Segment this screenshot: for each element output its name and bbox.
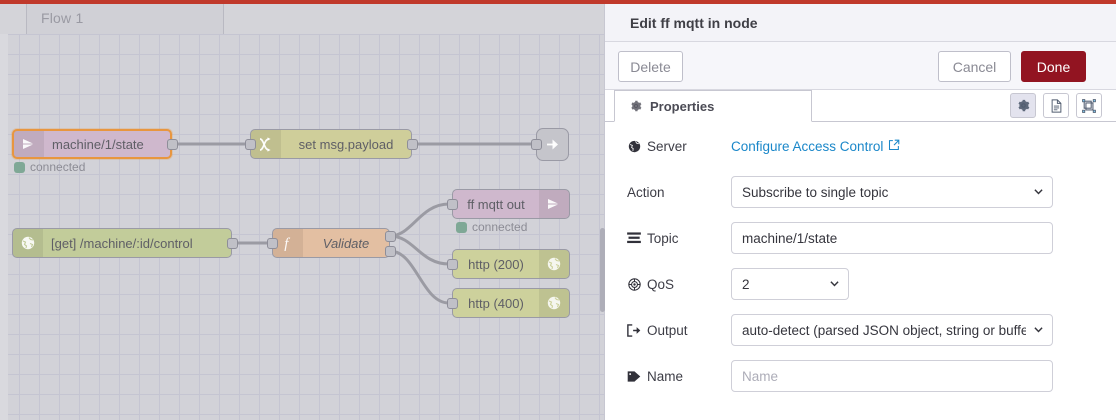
port-in-http-200[interactable] (447, 259, 458, 270)
sign-out-icon (627, 323, 641, 337)
tab-properties[interactable]: Properties (614, 90, 812, 122)
cancel-button[interactable]: Cancel (938, 51, 1011, 82)
server-label: Server (627, 139, 731, 154)
port-out-function-2[interactable] (385, 246, 396, 257)
flow-node-mqtt-in-label: machine/1/state (52, 136, 144, 152)
name-input[interactable] (731, 360, 1053, 392)
action-label: Action (627, 185, 731, 200)
edit-node-panel: Edit ff mqtt in node Delete Cancel Done … (604, 4, 1116, 420)
port-out-function-1[interactable] (385, 231, 396, 242)
panel-title: Edit ff mqtt in node (630, 15, 758, 31)
change-icon (251, 130, 281, 158)
topic-label: Topic (627, 231, 731, 246)
flow-node-http-400-label: http (400) (468, 295, 524, 311)
form-row-topic: Topic (627, 222, 1097, 254)
output-select[interactable]: auto-detect (parsed JSON object, string … (731, 314, 1053, 346)
flow-node-http-400[interactable]: http (400) (452, 288, 570, 318)
gear-icon (629, 99, 643, 113)
status-text: connected (30, 160, 86, 174)
canvas-left-gutter (0, 34, 8, 420)
tag-icon (627, 369, 641, 383)
name-label-text: Name (647, 368, 684, 384)
flow-node-http-in-label: [get] /machine/:id/control (51, 235, 193, 251)
port-in-change[interactable] (245, 139, 256, 150)
appearance-icon-button[interactable] (1076, 93, 1102, 118)
flow-node-http-in[interactable]: [get] /machine/:id/control (12, 228, 232, 258)
port-in-link-out[interactable] (531, 139, 542, 150)
name-label: Name (627, 369, 731, 384)
flow-node-mqtt-out-label: ff mqtt out (467, 196, 525, 212)
properties-form: Server Configure Access Control (605, 122, 1116, 420)
external-link-icon (888, 139, 900, 154)
form-row-output: Output auto-detect (parsed JSON object, … (627, 314, 1097, 346)
qos-label-text: QoS (647, 276, 675, 292)
flow-canvas[interactable] (0, 34, 604, 420)
port-in-function[interactable] (267, 238, 278, 249)
qos-label: QoS (627, 277, 731, 292)
port-out-change[interactable] (407, 139, 418, 150)
flow-node-change[interactable]: set msg.payload (250, 129, 412, 159)
node-status-mqtt-out: connected (456, 220, 527, 234)
canvas-scrollbar-thumb[interactable] (600, 228, 605, 312)
status-dot (14, 161, 25, 173)
function-icon: f (273, 229, 303, 257)
globe-icon (627, 139, 641, 153)
flow-tabbar: Flow 1 (0, 4, 604, 34)
form-row-name: Name (627, 360, 1097, 392)
status-dot (456, 221, 467, 233)
description-icon-button[interactable] (1043, 93, 1069, 118)
globe-icon (539, 250, 569, 278)
server-label-text: Server (647, 138, 687, 154)
canvas-scrollbar-track[interactable] (596, 34, 610, 420)
configure-access-control-text: Configure Access Control (731, 138, 884, 154)
action-select[interactable]: Subscribe to single topic (731, 176, 1053, 208)
mqtt-icon (14, 131, 44, 157)
port-in-mqtt-out[interactable] (447, 199, 458, 210)
form-row-action: Action Subscribe to single topic (627, 176, 1097, 208)
flow-node-http-200-label: http (200) (468, 256, 524, 272)
status-text: connected (472, 220, 528, 234)
qos-select[interactable]: 2 (731, 268, 849, 300)
panel-header: Edit ff mqtt in node (605, 4, 1116, 42)
top-accent-bar (0, 0, 1116, 4)
flow-node-function-label: Validate (322, 235, 370, 251)
globe-icon (539, 289, 569, 317)
flow-tab-flow-1[interactable] (26, 4, 224, 34)
panel-tabs-row: Properties (605, 90, 1116, 122)
topic-label-text: Topic (647, 230, 679, 246)
action-label-text: Action (627, 184, 665, 200)
output-label: Output (627, 323, 731, 338)
port-out-http-in[interactable] (227, 238, 238, 249)
tasks-icon (627, 231, 641, 245)
link-out-icon (537, 129, 568, 160)
form-row-qos: QoS 2 (627, 268, 1097, 300)
svg-text:f: f (284, 236, 290, 251)
mqtt-icon (539, 190, 569, 218)
port-out-mqtt-in[interactable] (167, 139, 178, 150)
node-status-mqtt-in: connected (14, 160, 85, 174)
output-label-text: Output (647, 322, 688, 338)
gear-icon-button[interactable] (1010, 93, 1036, 118)
tab-properties-label: Properties (650, 98, 715, 114)
flow-node-change-label: set msg.payload (298, 136, 394, 152)
delete-button[interactable]: Delete (618, 51, 683, 82)
globe-icon (13, 229, 43, 257)
flow-node-mqtt-in[interactable]: machine/1/state (12, 129, 172, 159)
panel-button-bar: Delete Cancel Done (605, 42, 1116, 90)
flow-node-function[interactable]: f Validate (272, 228, 390, 258)
form-row-server: Server Configure Access Control (627, 130, 1097, 162)
bullseye-icon (627, 277, 641, 291)
done-button[interactable]: Done (1021, 51, 1086, 82)
flow-node-mqtt-out[interactable]: ff mqtt out (452, 189, 570, 219)
flow-node-http-200[interactable]: http (200) (452, 249, 570, 279)
port-in-http-400[interactable] (447, 298, 458, 309)
flow-tab-label: Flow 1 (41, 10, 84, 26)
topic-input[interactable] (731, 222, 1053, 254)
flow-workspace: Flow 1 machin (0, 4, 604, 420)
configure-access-control-link[interactable]: Configure Access Control (731, 139, 900, 154)
